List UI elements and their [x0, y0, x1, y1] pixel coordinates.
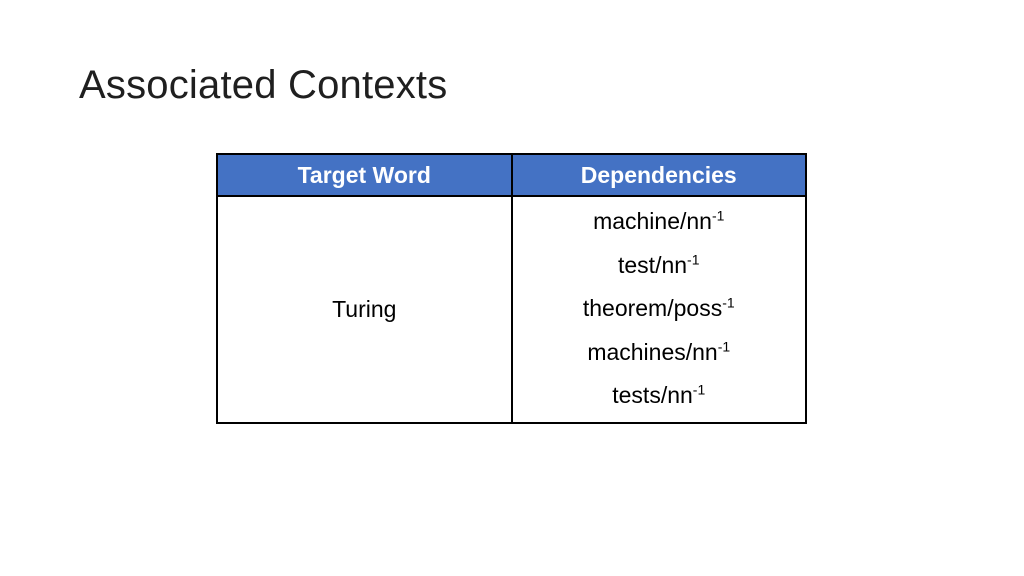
- dependency-text: tests/nn: [612, 382, 693, 408]
- dependency-superscript: -1: [687, 250, 700, 267]
- table-header-row: Target Word Dependencies: [216, 153, 807, 197]
- dependency-text: test/nn: [618, 251, 688, 278]
- header-dependencies: Dependencies: [510, 153, 807, 197]
- dependency-item: tests/nn-1: [513, 374, 806, 418]
- dependency-superscript: -1: [717, 337, 731, 354]
- dependency-list: machine/nn-1 test/nn-1 theorem/poss-1 ma…: [513, 197, 806, 422]
- dependency-superscript: -1: [722, 294, 735, 311]
- dependency-item: theorem/poss-1: [513, 287, 806, 331]
- target-word-cell: Turing: [216, 195, 513, 424]
- dependency-text: machine/nn: [593, 208, 712, 234]
- dependency-text: machines/nn: [587, 338, 718, 365]
- dependency-text: theorem/poss: [582, 295, 723, 321]
- dependency-superscript: -1: [692, 381, 706, 398]
- header-target-word: Target Word: [216, 153, 513, 197]
- dependency-item: machines/nn-1: [513, 331, 806, 375]
- dependency-item: test/nn-1: [513, 244, 806, 288]
- dependency-superscript: -1: [711, 207, 725, 224]
- dependency-item: machine/nn-1: [513, 200, 806, 244]
- dependencies-cell: machine/nn-1 test/nn-1 theorem/poss-1 ma…: [510, 195, 807, 424]
- slide-title: Associated Contexts: [79, 63, 448, 107]
- contexts-table: Target Word Dependencies Turing machine/…: [216, 153, 807, 424]
- table-row: Turing machine/nn-1 test/nn-1 theorem/po…: [216, 195, 807, 424]
